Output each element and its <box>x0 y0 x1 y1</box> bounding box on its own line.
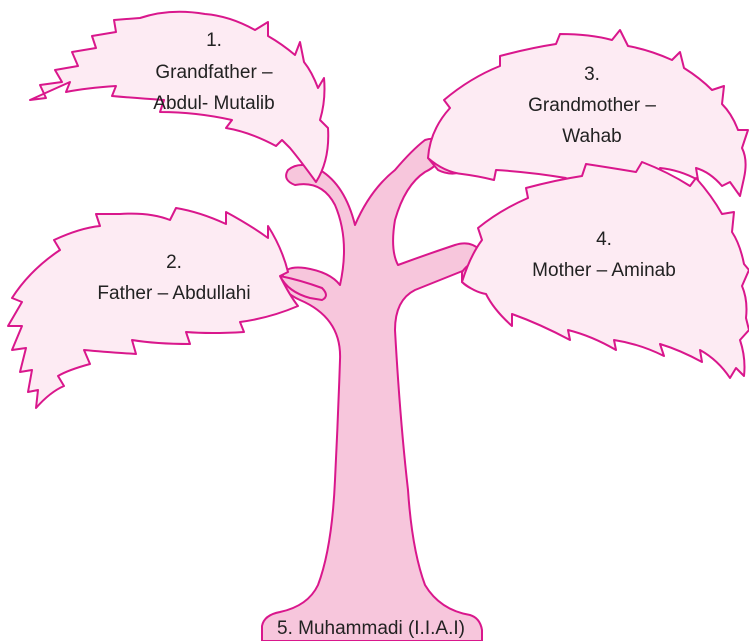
muhammadi-label: 5. Muhammadi (I.I.A.I) <box>277 618 465 639</box>
grandmother-number: 3. <box>584 64 600 85</box>
leaf-grandmother <box>427 29 749 197</box>
tree-trunk <box>261 137 483 641</box>
grandmother-label-line2: Wahab <box>562 126 622 147</box>
mother-label: Mother – Aminab <box>532 260 676 281</box>
grandfather-label-line2: Abdul- Mutalib <box>153 93 274 114</box>
branch-joint-left <box>279 275 327 301</box>
leaf-grandfather <box>29 10 330 183</box>
grandfather-number: 1. <box>206 30 222 51</box>
mother-number: 4. <box>596 229 612 250</box>
father-number: 2. <box>166 252 182 273</box>
grandfather-label: Grandfather – <box>155 62 273 83</box>
grandmother-label: Grandmother – <box>528 95 656 116</box>
father-label: Father – Abdullahi <box>97 283 250 304</box>
leaf-father <box>7 207 299 409</box>
leaf-mother <box>461 161 749 379</box>
